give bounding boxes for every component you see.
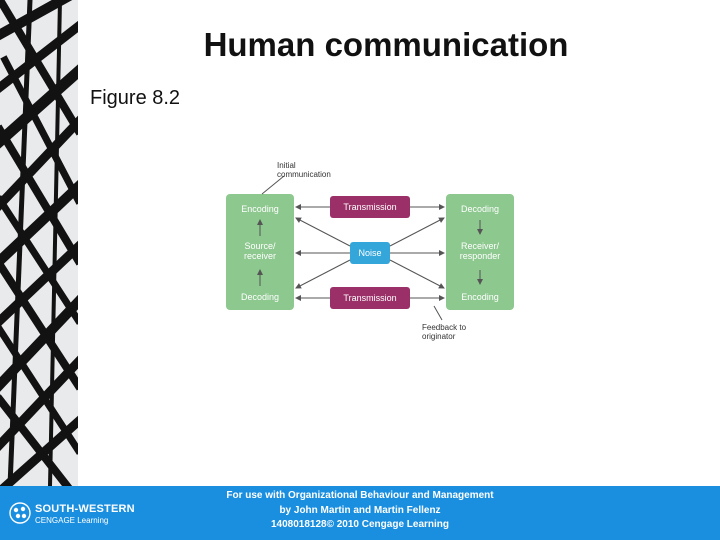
publisher-logo-icon: [9, 502, 31, 524]
footer-credit-line3: 1408018128© 2010 Cengage Learning: [270, 519, 450, 530]
footer-credit: For use with Organizational Behaviour an…: [190, 489, 530, 533]
arrow-noise-down-left: [295, 259, 351, 289]
right-mid-label: Receiver/responder: [460, 241, 501, 261]
annotation-bottom-leader: [433, 305, 443, 321]
decorative-lattice-image: [0, 0, 78, 486]
top-transmission-box: [330, 196, 410, 218]
bottom-transmission-box: [330, 287, 410, 309]
publisher-subname: CENGAGE Learning: [35, 516, 109, 525]
arrow-noise-down-right: [389, 259, 445, 289]
right-top-label: Decoding: [461, 204, 499, 214]
right-bottom-label: Encoding: [461, 292, 499, 302]
noise-label: Noise: [358, 248, 381, 258]
annotation-top-leader: [261, 175, 285, 195]
footer-bar: [0, 486, 720, 540]
right-column-box: [446, 194, 514, 310]
left-column-box: [226, 194, 294, 310]
arrow-noise-up-left: [295, 217, 351, 247]
left-top-label: Encoding: [241, 204, 279, 214]
publisher-name: SOUTH-WESTERN: [35, 503, 135, 515]
figure-label: Figure 8.2: [90, 87, 181, 109]
communication-diagram: Encoding Source/receiver Decoding Decodi…: [226, 161, 514, 341]
left-top-text: Encoding: [241, 204, 279, 214]
noise-box: [350, 242, 390, 264]
left-mid-label: Source/receiver: [244, 241, 276, 261]
top-transmission-label: Transmission: [343, 202, 396, 212]
arrow-noise-up-right: [389, 217, 445, 247]
bottom-transmission-label: Transmission: [343, 293, 396, 303]
publisher-logo: SOUTH-WESTERN CENGAGE Learning: [8, 500, 148, 530]
slide-title: Human communication: [203, 26, 569, 63]
footer-credit-line2: by John Martin and Martin Fellenz: [279, 504, 441, 516]
footer-credit-line1: For use with Organizational Behaviour an…: [226, 490, 494, 501]
left-bottom-label: Decoding: [241, 292, 279, 302]
